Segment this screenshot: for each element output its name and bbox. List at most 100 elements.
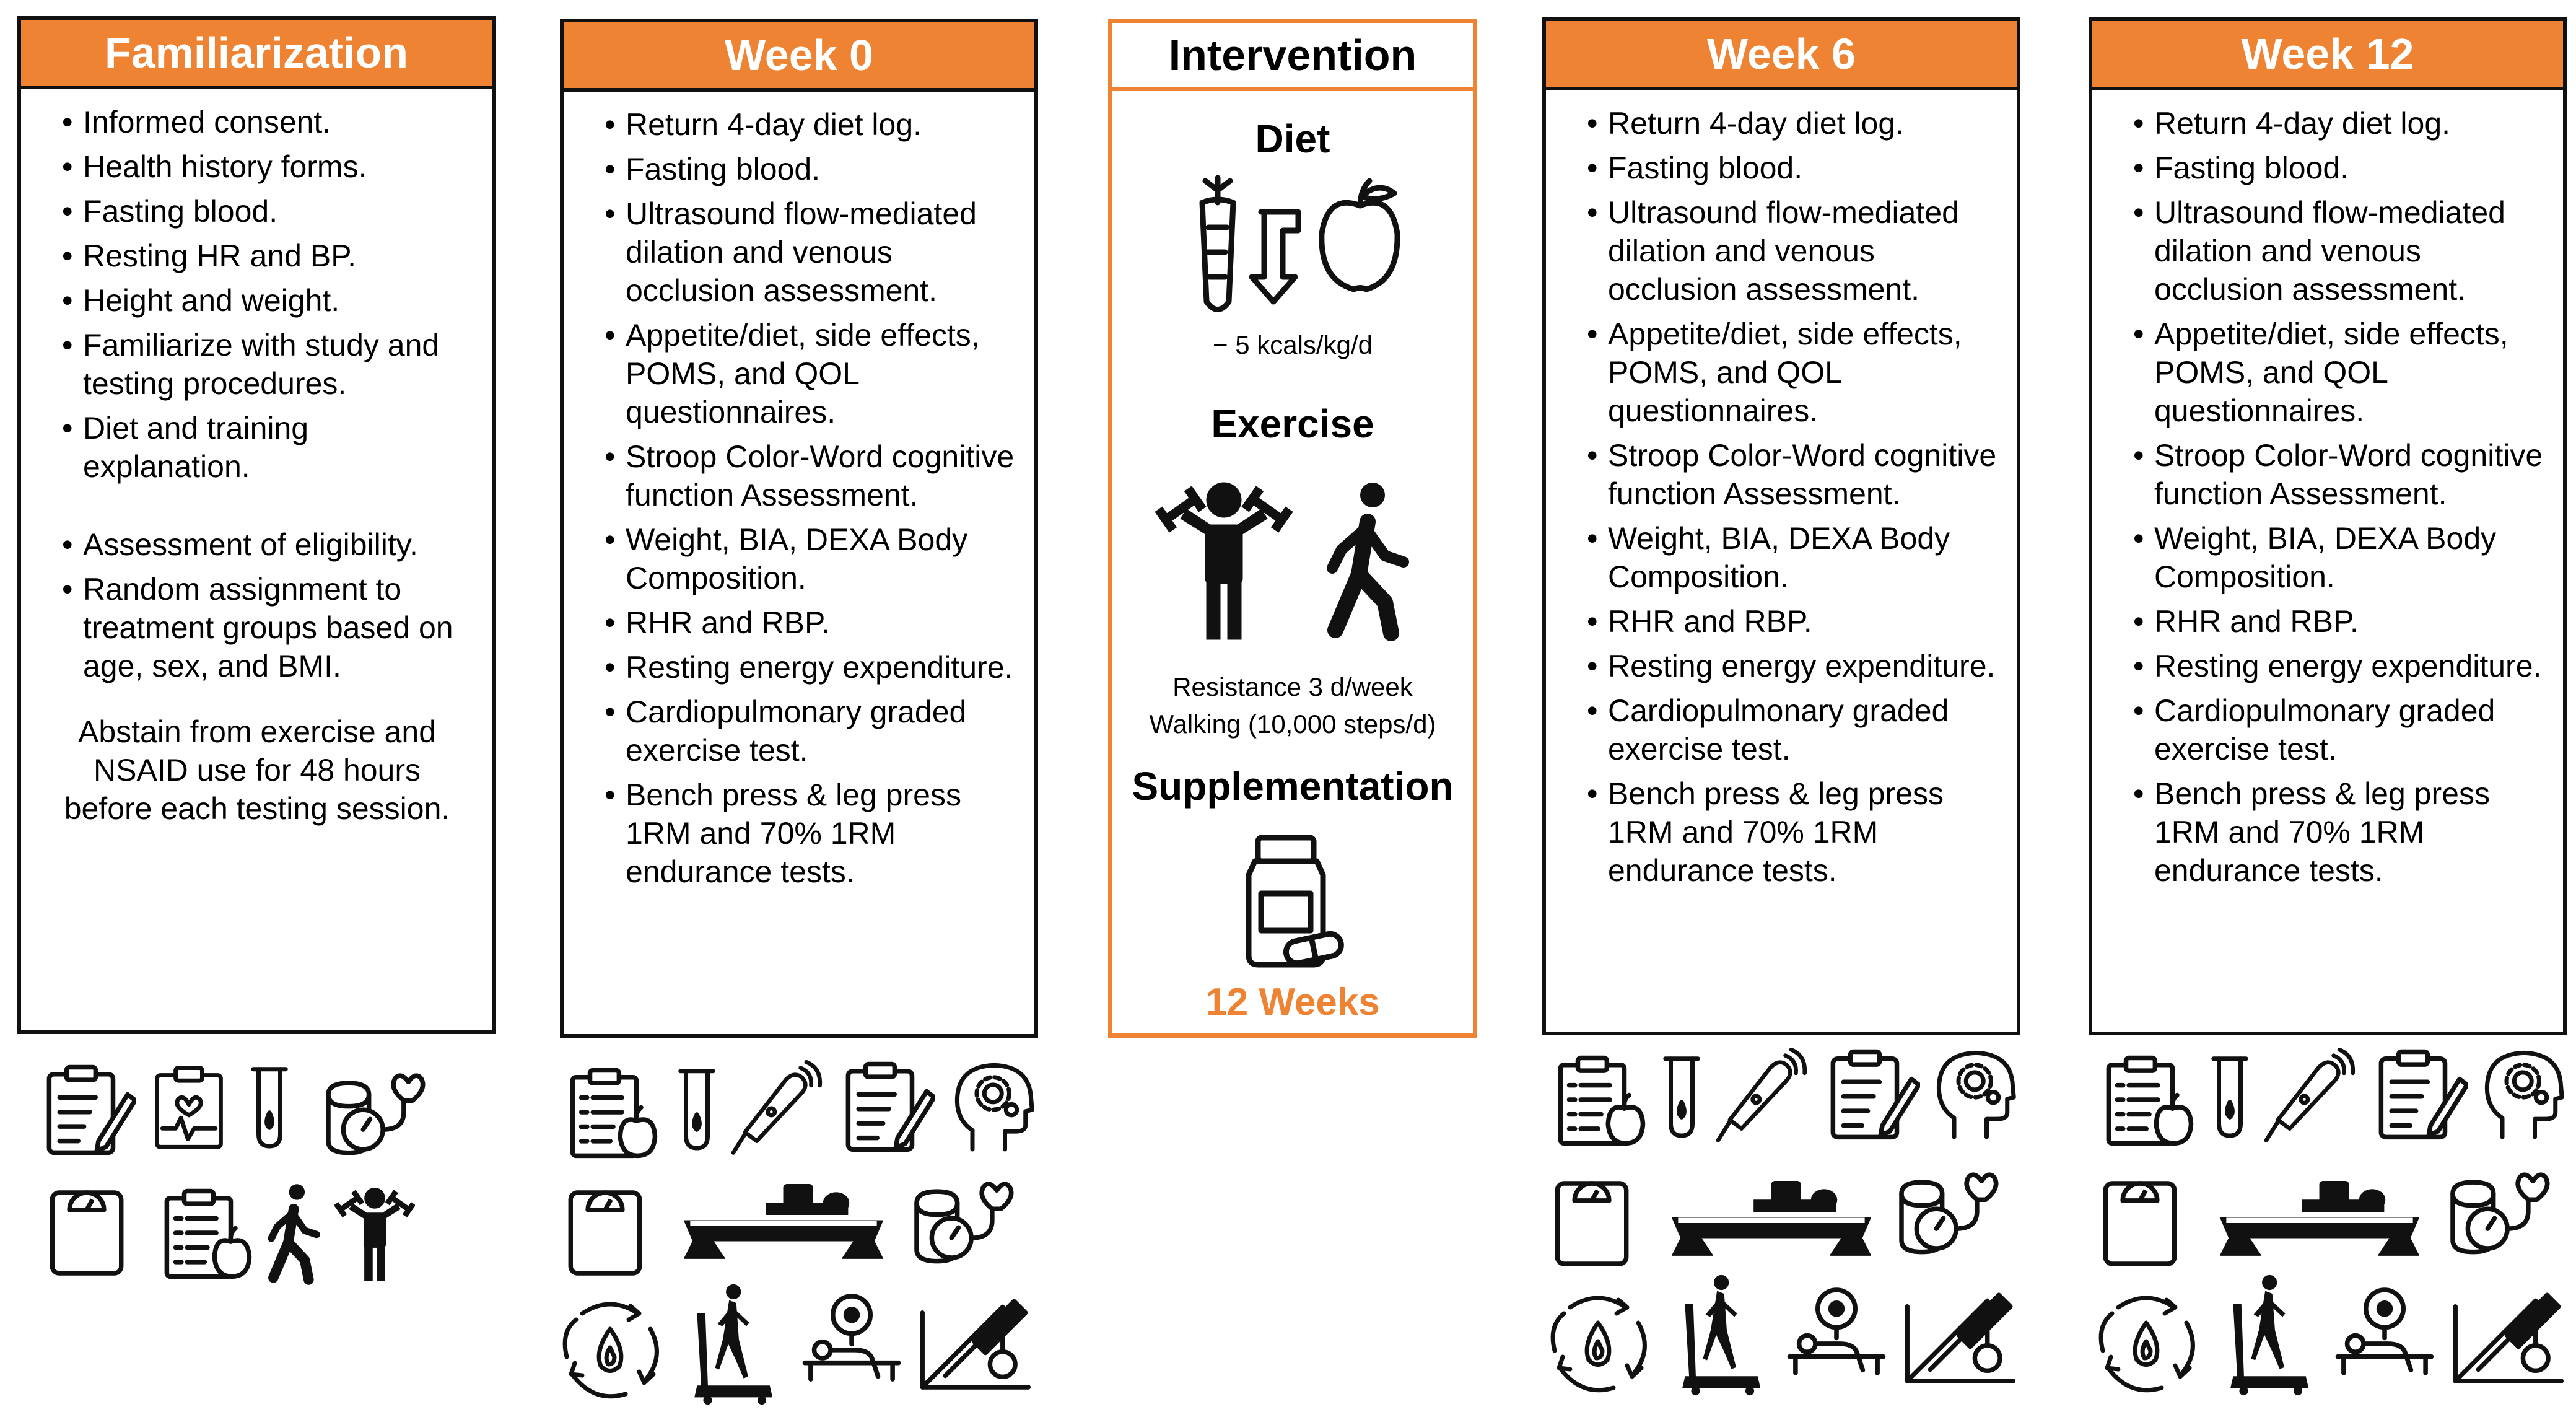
treadmill-icon: [1672, 1273, 1765, 1397]
duration-label: 12 Weeks: [1205, 981, 1380, 1024]
dumbbell-person-icon: [1155, 482, 1293, 640]
list-item: Ultrasound flow-mediated dilation and ve…: [593, 195, 1018, 310]
list-item: Fasting blood.: [51, 192, 476, 230]
dexa-scanner-icon: [1666, 1174, 1877, 1261]
list-item: Fasting blood.: [1576, 149, 2001, 187]
clipboard-pen-icon: [842, 1059, 935, 1152]
scale-icon: [46, 1186, 127, 1279]
list-item: Assessment of eligibility.: [51, 525, 476, 564]
week0-panel: Week 0 Return 4-day diet log. Fasting bl…: [560, 19, 1038, 1038]
list-item: Fasting blood.: [2122, 149, 2547, 187]
list-item: Ultrasound flow-mediated dilation and ve…: [1576, 193, 2001, 309]
test-tube-icon: [675, 1063, 718, 1155]
list-item: Bench press & leg press 1RM and 70% 1RM …: [593, 776, 1018, 891]
list-item: Return 4-day diet log.: [2122, 104, 2547, 143]
diet-label: Diet: [1255, 116, 1330, 161]
test-tube-icon: [1660, 1050, 1703, 1143]
blood-pressure-icon: [2447, 1165, 2552, 1258]
walking-text: Walking (10,000 steps/d): [1149, 709, 1436, 739]
list-item: Resting energy expenditure.: [2122, 647, 2547, 685]
health-form-icon: [152, 1061, 226, 1154]
week12-title: Week 12: [2092, 21, 2563, 90]
list-item: RHR and RBP.: [2122, 602, 2547, 641]
exercise-label: Exercise: [1211, 401, 1374, 446]
abstain-note: Abstain from exercise and NSAID use for …: [64, 714, 450, 826]
week6-title: Week 6: [1546, 21, 2017, 90]
bench-press-icon: [1784, 1283, 1889, 1382]
ultrasound-probe-icon: [722, 1053, 827, 1159]
bench-press-icon: [2332, 1283, 2437, 1382]
week6-panel: Week 6 Return 4-day diet log. Fasting bl…: [1542, 17, 2020, 1035]
diet-kcal-text: − 5 kcals/kg/d: [1213, 330, 1373, 359]
brain-gear-icon: [951, 1056, 1037, 1155]
list-item: Stroop Color-Word cognitive function Ass…: [593, 437, 1018, 514]
week6-list: Return 4-day diet log. Fasting blood. Ul…: [1576, 104, 2001, 890]
familiarization-title: Familiarization: [21, 20, 492, 89]
list-item: Diet and training explanation.: [51, 409, 476, 486]
dexa-scanner-icon: [678, 1177, 889, 1264]
brain-gear-icon: [1932, 1044, 2019, 1143]
diet-log-icon: [161, 1186, 254, 1279]
list-item: Resting energy expenditure.: [1576, 647, 2001, 685]
list-item: Stroop Color-Word cognitive function Ass…: [1576, 436, 2001, 513]
list-item: Weight, BIA, DEXA Body Composition.: [2122, 519, 2547, 596]
treadmill-icon: [684, 1283, 777, 1406]
list-item: Cardiopulmonary graded exercise test.: [2122, 691, 2547, 768]
list-item: Random assignment to treatment groups ba…: [51, 570, 476, 685]
energy-cycle-icon: [557, 1295, 663, 1400]
list-item: Fasting blood.: [593, 150, 1018, 188]
list-item: Familiarize with study and testing proce…: [51, 326, 476, 403]
scale-icon: [2100, 1177, 2180, 1270]
brain-gear-icon: [2481, 1044, 2567, 1143]
supplement-bottle-icon: [1246, 835, 1344, 968]
resistance-text: Resistance 3 d/week: [1172, 672, 1413, 701]
list-item: RHR and RBP.: [593, 603, 1018, 642]
list-item: Informed consent.: [51, 103, 476, 141]
energy-cycle-icon: [2094, 1289, 2199, 1394]
walking-icon: [259, 1183, 327, 1286]
familiarization-panel: Familiarization Informed consent. Health…: [17, 16, 496, 1034]
scale-icon: [1552, 1177, 1632, 1270]
blood-pressure-icon: [1895, 1165, 2001, 1258]
blood-pressure-icon: [910, 1174, 1016, 1267]
list-item: Height and weight.: [51, 281, 476, 320]
week12-panel: Week 12 Return 4-day diet log. Fasting b…: [2089, 17, 2567, 1035]
list-item: RHR and RBP.: [1576, 602, 2001, 641]
familiarization-list-2: Assessment of eligibility. Random assign…: [51, 525, 476, 685]
list-item: Health history forms.: [51, 147, 476, 186]
clipboard-pen-icon: [2375, 1047, 2468, 1140]
diet-log-icon: [567, 1066, 660, 1159]
leg-press-icon: [2450, 1283, 2564, 1388]
intervention-panel: Intervention Diet − 5 kcals/kg/d Exercis…: [1108, 19, 1477, 1038]
blood-pressure-icon: [322, 1066, 427, 1159]
dumbbell-person-icon: [334, 1183, 415, 1283]
list-item: Bench press & leg press 1RM and 70% 1RM …: [2122, 774, 2547, 890]
list-item: Weight, BIA, DEXA Body Composition.: [593, 520, 1018, 597]
carrot-apple-icon: [1199, 175, 1400, 312]
week12-list: Return 4-day diet log. Fasting blood. Ul…: [2122, 104, 2547, 890]
list-item: Return 4-day diet log.: [1576, 104, 2001, 143]
list-item: Appetite/diet, side effects, POMS, and Q…: [1576, 315, 2001, 430]
list-item: Resting energy expenditure.: [593, 648, 1018, 686]
list-item: Appetite/diet, side effects, POMS, and Q…: [593, 316, 1018, 431]
ultrasound-probe-icon: [1706, 1041, 1812, 1146]
list-item: Stroop Color-Word cognitive function Ass…: [2122, 436, 2547, 513]
diet-log-icon: [2103, 1053, 2196, 1146]
leg-press-icon: [917, 1289, 1031, 1394]
leg-press-icon: [1901, 1283, 2016, 1388]
ultrasound-probe-icon: [2255, 1041, 2360, 1146]
walking-icon: [1327, 483, 1409, 641]
week0-title: Week 0: [564, 22, 1034, 92]
clipboard-pen-icon: [43, 1063, 136, 1155]
familiarization-list: Informed consent. Health history forms. …: [51, 103, 476, 486]
list-item: Cardiopulmonary graded exercise test.: [593, 693, 1018, 770]
energy-cycle-icon: [1545, 1289, 1651, 1394]
supplementation-label: Supplementation: [1132, 764, 1454, 809]
scale-icon: [565, 1186, 645, 1279]
week0-list: Return 4-day diet log. Fasting blood. Ul…: [593, 105, 1018, 891]
list-item: Weight, BIA, DEXA Body Composition.: [1576, 519, 2001, 596]
list-item: Ultrasound flow-mediated dilation and ve…: [2122, 193, 2547, 309]
dexa-scanner-icon: [2214, 1174, 2425, 1261]
bench-press-icon: [799, 1289, 904, 1388]
clipboard-pen-icon: [1827, 1047, 1920, 1140]
